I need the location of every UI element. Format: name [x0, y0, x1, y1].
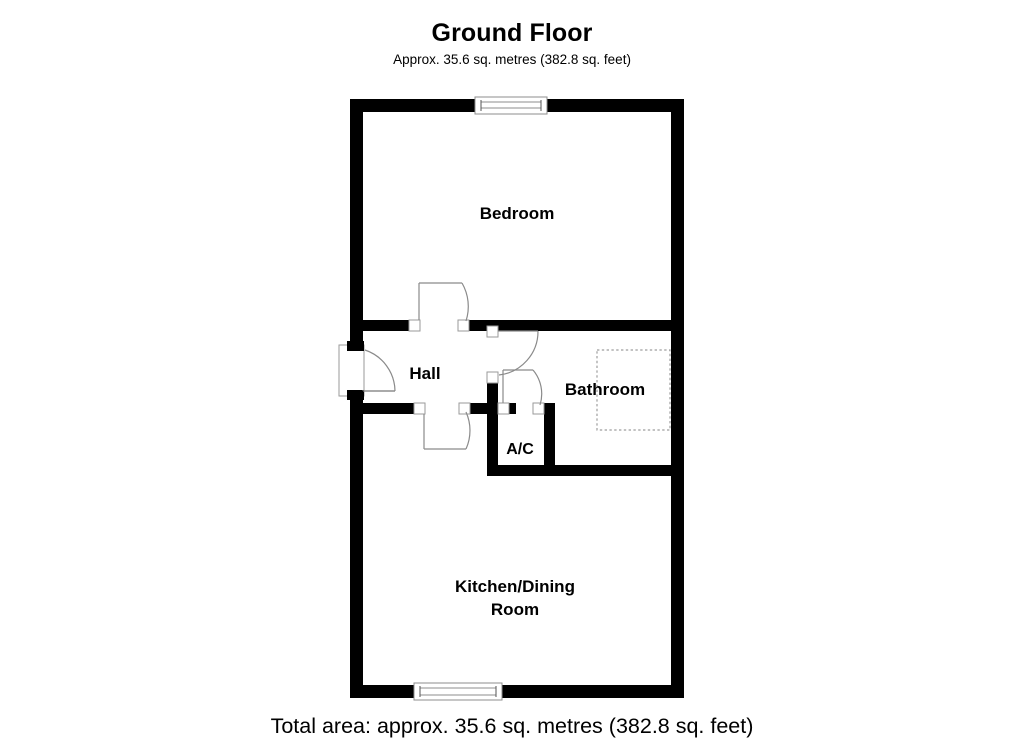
wall-hall-kitchen-left [363, 403, 420, 414]
wall-exterior-top-right [547, 99, 684, 112]
kitchen-door [413, 402, 471, 450]
bedroom-door [408, 282, 470, 332]
window-bottom [413, 682, 503, 701]
kitchen-door-arc [465, 411, 471, 450]
wall-ac-left [487, 414, 498, 476]
wall-exterior-left-upper [350, 99, 363, 347]
bath-fixture-outline [596, 349, 671, 431]
ac-door [497, 369, 545, 415]
bedroom-door-arc [461, 282, 469, 322]
wall-exterior-right [671, 99, 684, 698]
front-door-arc [364, 349, 396, 392]
wall-ac-right [544, 403, 555, 476]
wall-bedroom-hall-left [363, 320, 416, 331]
wall-bedroom-hall-right [464, 320, 671, 331]
internal-walls [363, 320, 671, 476]
window-top [474, 96, 548, 115]
front-door-jamb-top [347, 341, 364, 351]
wall-ac-top-stub [470, 403, 516, 414]
wall-hall-bathroom-vertical [487, 378, 498, 414]
front-door [338, 341, 396, 400]
wall-exterior-top-left [350, 99, 475, 112]
wall-exterior-bottom-right [502, 685, 684, 698]
plan-header: Ground Floor Approx. 35.6 sq. metres (38… [0, 18, 1024, 69]
front-door-jamb-bottom [347, 390, 364, 400]
plan-approx-area: Approx. 35.6 sq. metres (382.8 sq. feet) [393, 52, 631, 67]
bathroom-door-arc [498, 330, 539, 376]
wall-exterior-left-lower [350, 394, 363, 698]
total-area-text: Total area: approx. 35.6 sq. metres (382… [270, 714, 754, 738]
wall-ac-bottom [487, 465, 555, 476]
outer-walls [350, 99, 684, 698]
plan-footer: Total area: approx. 35.6 sq. metres (382… [0, 713, 1024, 739]
wall-bathroom-bottom [555, 465, 671, 476]
page-title: Ground Floor [431, 19, 593, 47]
ac-door-arc [532, 369, 543, 406]
wall-exterior-bottom-left [350, 685, 414, 698]
bathroom-door [486, 325, 539, 384]
plan-interior-fill [350, 99, 684, 698]
